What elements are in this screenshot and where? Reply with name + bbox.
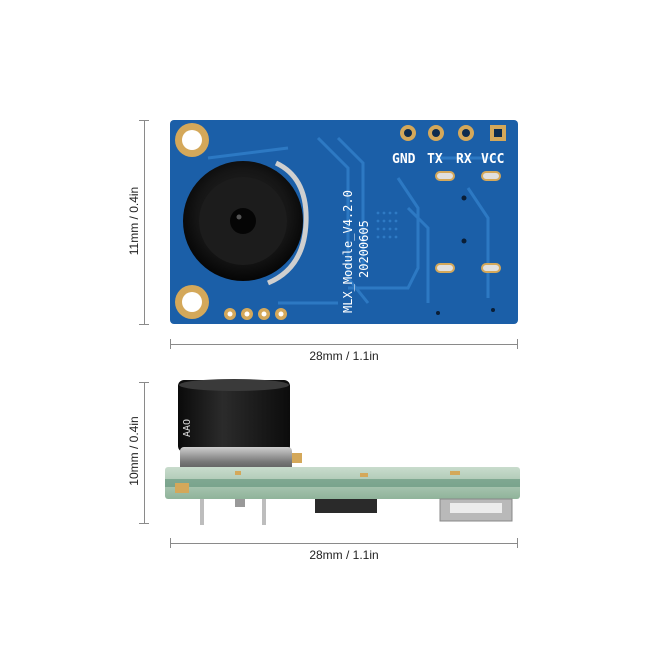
pcb-board-side: AAO [165,379,520,525]
top-width-label: 28mm / 1.1in [309,349,379,363]
lens-marking-text: AAO [182,419,193,437]
top-height-dimension-line [144,120,145,325]
top-width-dimension-line [170,344,518,345]
top-height-label: 11mm / 0.4in [127,186,141,256]
pin-label-vcc: VCC [481,152,504,167]
pin-label-gnd: GND [392,152,416,167]
side-height-label: 10mm / 0.4in [127,416,141,486]
top-height-tick-top [139,120,149,121]
side-width-tick-left [170,538,171,548]
board-date-text: 20200605 [357,220,371,278]
side-height-tick-top [139,382,149,383]
side-width-label: 28mm / 1.1in [309,548,379,562]
pin-label-tx: TX [427,152,443,167]
side-height-dimension-line [144,382,145,524]
side-width-tick-right [517,538,518,548]
pin-label-rx: RX [456,152,472,167]
top-height-tick-bottom [139,324,149,325]
top-width-tick-left [170,339,171,349]
top-width-tick-right [517,339,518,349]
side-width-dimension-line [170,543,518,544]
pcb-board-top: GND TX RX VCC MLX_Module_V4.2.0 20200605 [170,120,518,324]
board-model-text: MLX_Module_V4.2.0 [341,190,355,313]
side-height-tick-bottom [139,523,149,524]
